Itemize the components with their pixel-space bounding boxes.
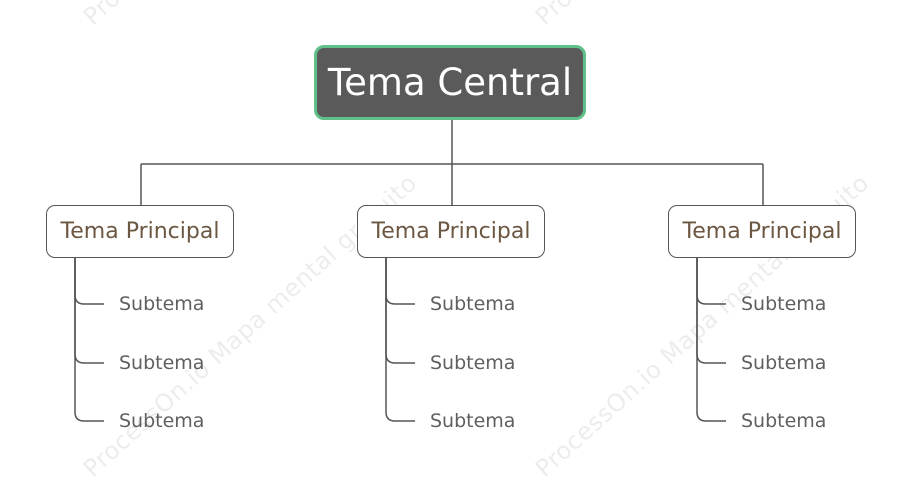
main-topic-label: Tema Principal [371, 219, 531, 244]
subtopic-node[interactable]: Subtema [741, 352, 827, 374]
main-topic-node-2[interactable]: Tema Principal [357, 205, 545, 258]
main-topic-node-3[interactable]: Tema Principal [668, 205, 856, 258]
subtopic-node[interactable]: Subtema [119, 293, 205, 315]
main-topic-label: Tema Principal [60, 219, 220, 244]
subtopic-connector [385, 258, 415, 305]
subtopic-connector [385, 258, 415, 364]
subtopic-node[interactable]: Subtema [741, 410, 827, 432]
subtopic-node[interactable]: Subtema [119, 410, 205, 432]
main-topic-node-1[interactable]: Tema Principal [46, 205, 234, 258]
central-topic-node[interactable]: Tema Central [314, 45, 586, 120]
central-topic-label: Tema Central [327, 61, 573, 104]
subtopic-node[interactable]: Subtema [741, 293, 827, 315]
subtopic-connector [696, 258, 726, 364]
subtopic-node[interactable]: Subtema [430, 352, 516, 374]
subtopic-connector [74, 258, 104, 364]
subtopic-node[interactable]: Subtema [430, 410, 516, 432]
subtopic-connector [696, 258, 726, 305]
subtopic-connector [385, 258, 415, 422]
main-topic-label: Tema Principal [682, 219, 842, 244]
subtopic-node[interactable]: Subtema [119, 352, 205, 374]
subtopic-node[interactable]: Subtema [430, 293, 516, 315]
subtopic-connector [74, 258, 104, 305]
subtopic-connector [696, 258, 726, 422]
subtopic-connector [74, 258, 104, 422]
